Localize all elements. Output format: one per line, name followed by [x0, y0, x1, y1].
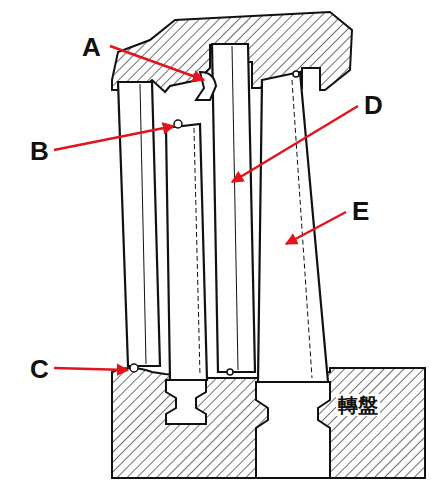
leader-arrow: [286, 212, 346, 244]
blade-root: [166, 380, 206, 424]
seal-dot: [130, 364, 138, 372]
leader-arrow: [232, 106, 358, 182]
blade-root: [256, 382, 330, 478]
seal-dot: [174, 120, 182, 128]
callout-letter: A: [82, 34, 101, 60]
callout-letter: B: [30, 138, 49, 164]
seal-dot: [293, 71, 299, 77]
rotor-blade: [166, 124, 207, 380]
leader-arrow: [110, 46, 204, 80]
part-name: 轉盤: [336, 394, 380, 416]
leader-arrow: [54, 368, 128, 370]
stator-blade: [118, 82, 160, 366]
seal: [196, 72, 216, 100]
seal-dot: [227, 369, 233, 375]
stator-blade: [212, 44, 255, 372]
leader-arrow: [54, 126, 174, 150]
callout-letter: C: [30, 356, 49, 382]
callout-letter: D: [364, 92, 383, 118]
disk: [112, 368, 425, 478]
callout-letter: E: [352, 198, 369, 224]
